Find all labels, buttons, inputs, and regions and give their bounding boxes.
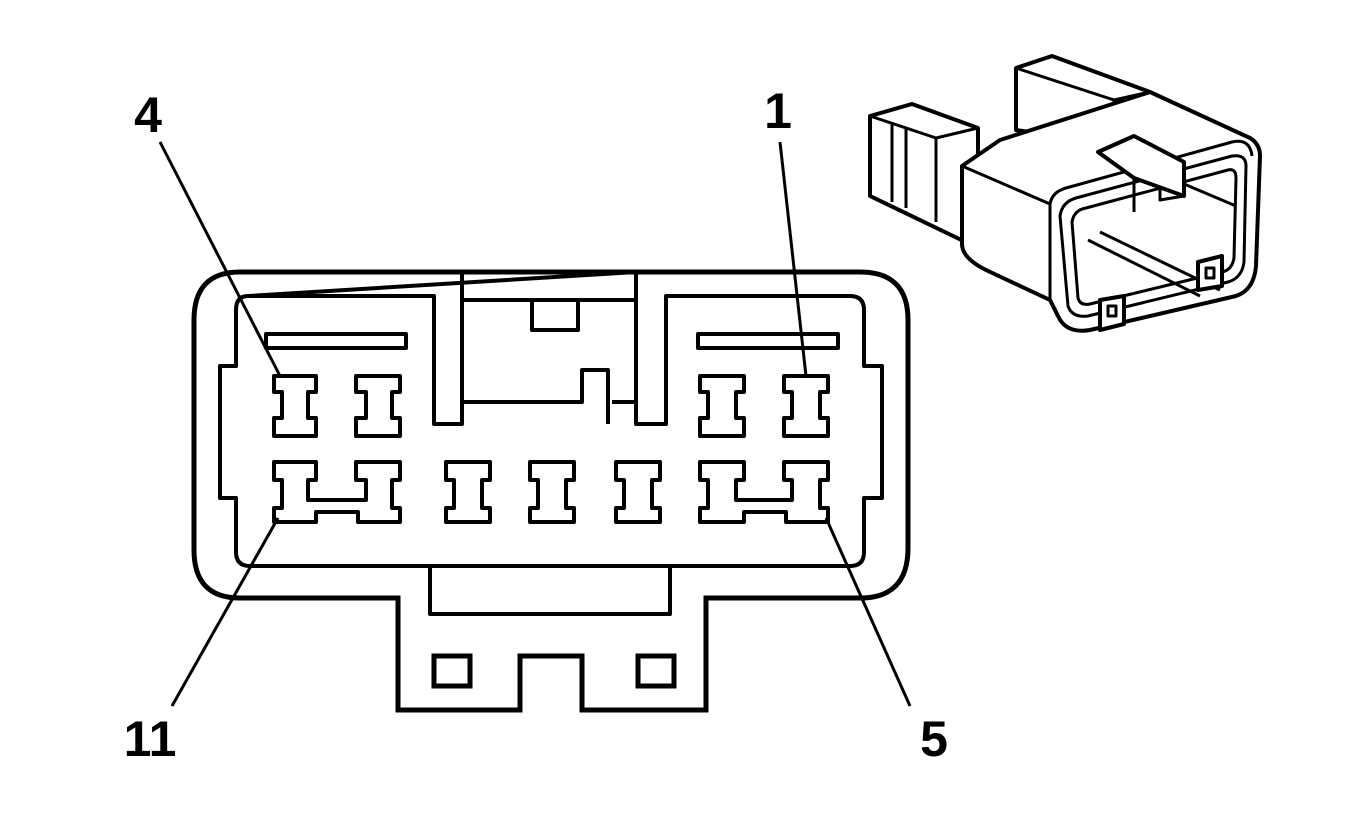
pin-5-label: 5 bbox=[920, 711, 948, 767]
leader-pin-11 bbox=[170, 517, 280, 707]
pin-4-label: 4 bbox=[134, 87, 162, 143]
leader-lines bbox=[158, 141, 912, 707]
leader-pin-5 bbox=[824, 517, 912, 707]
connector-3d-icon bbox=[868, 54, 1262, 333]
leader-pin-1 bbox=[778, 141, 808, 377]
connector-face-icon bbox=[191, 269, 911, 713]
pin-1-label: 1 bbox=[764, 83, 792, 139]
leader-pin-4 bbox=[158, 141, 282, 377]
pin-11-label: 11 bbox=[124, 711, 177, 767]
